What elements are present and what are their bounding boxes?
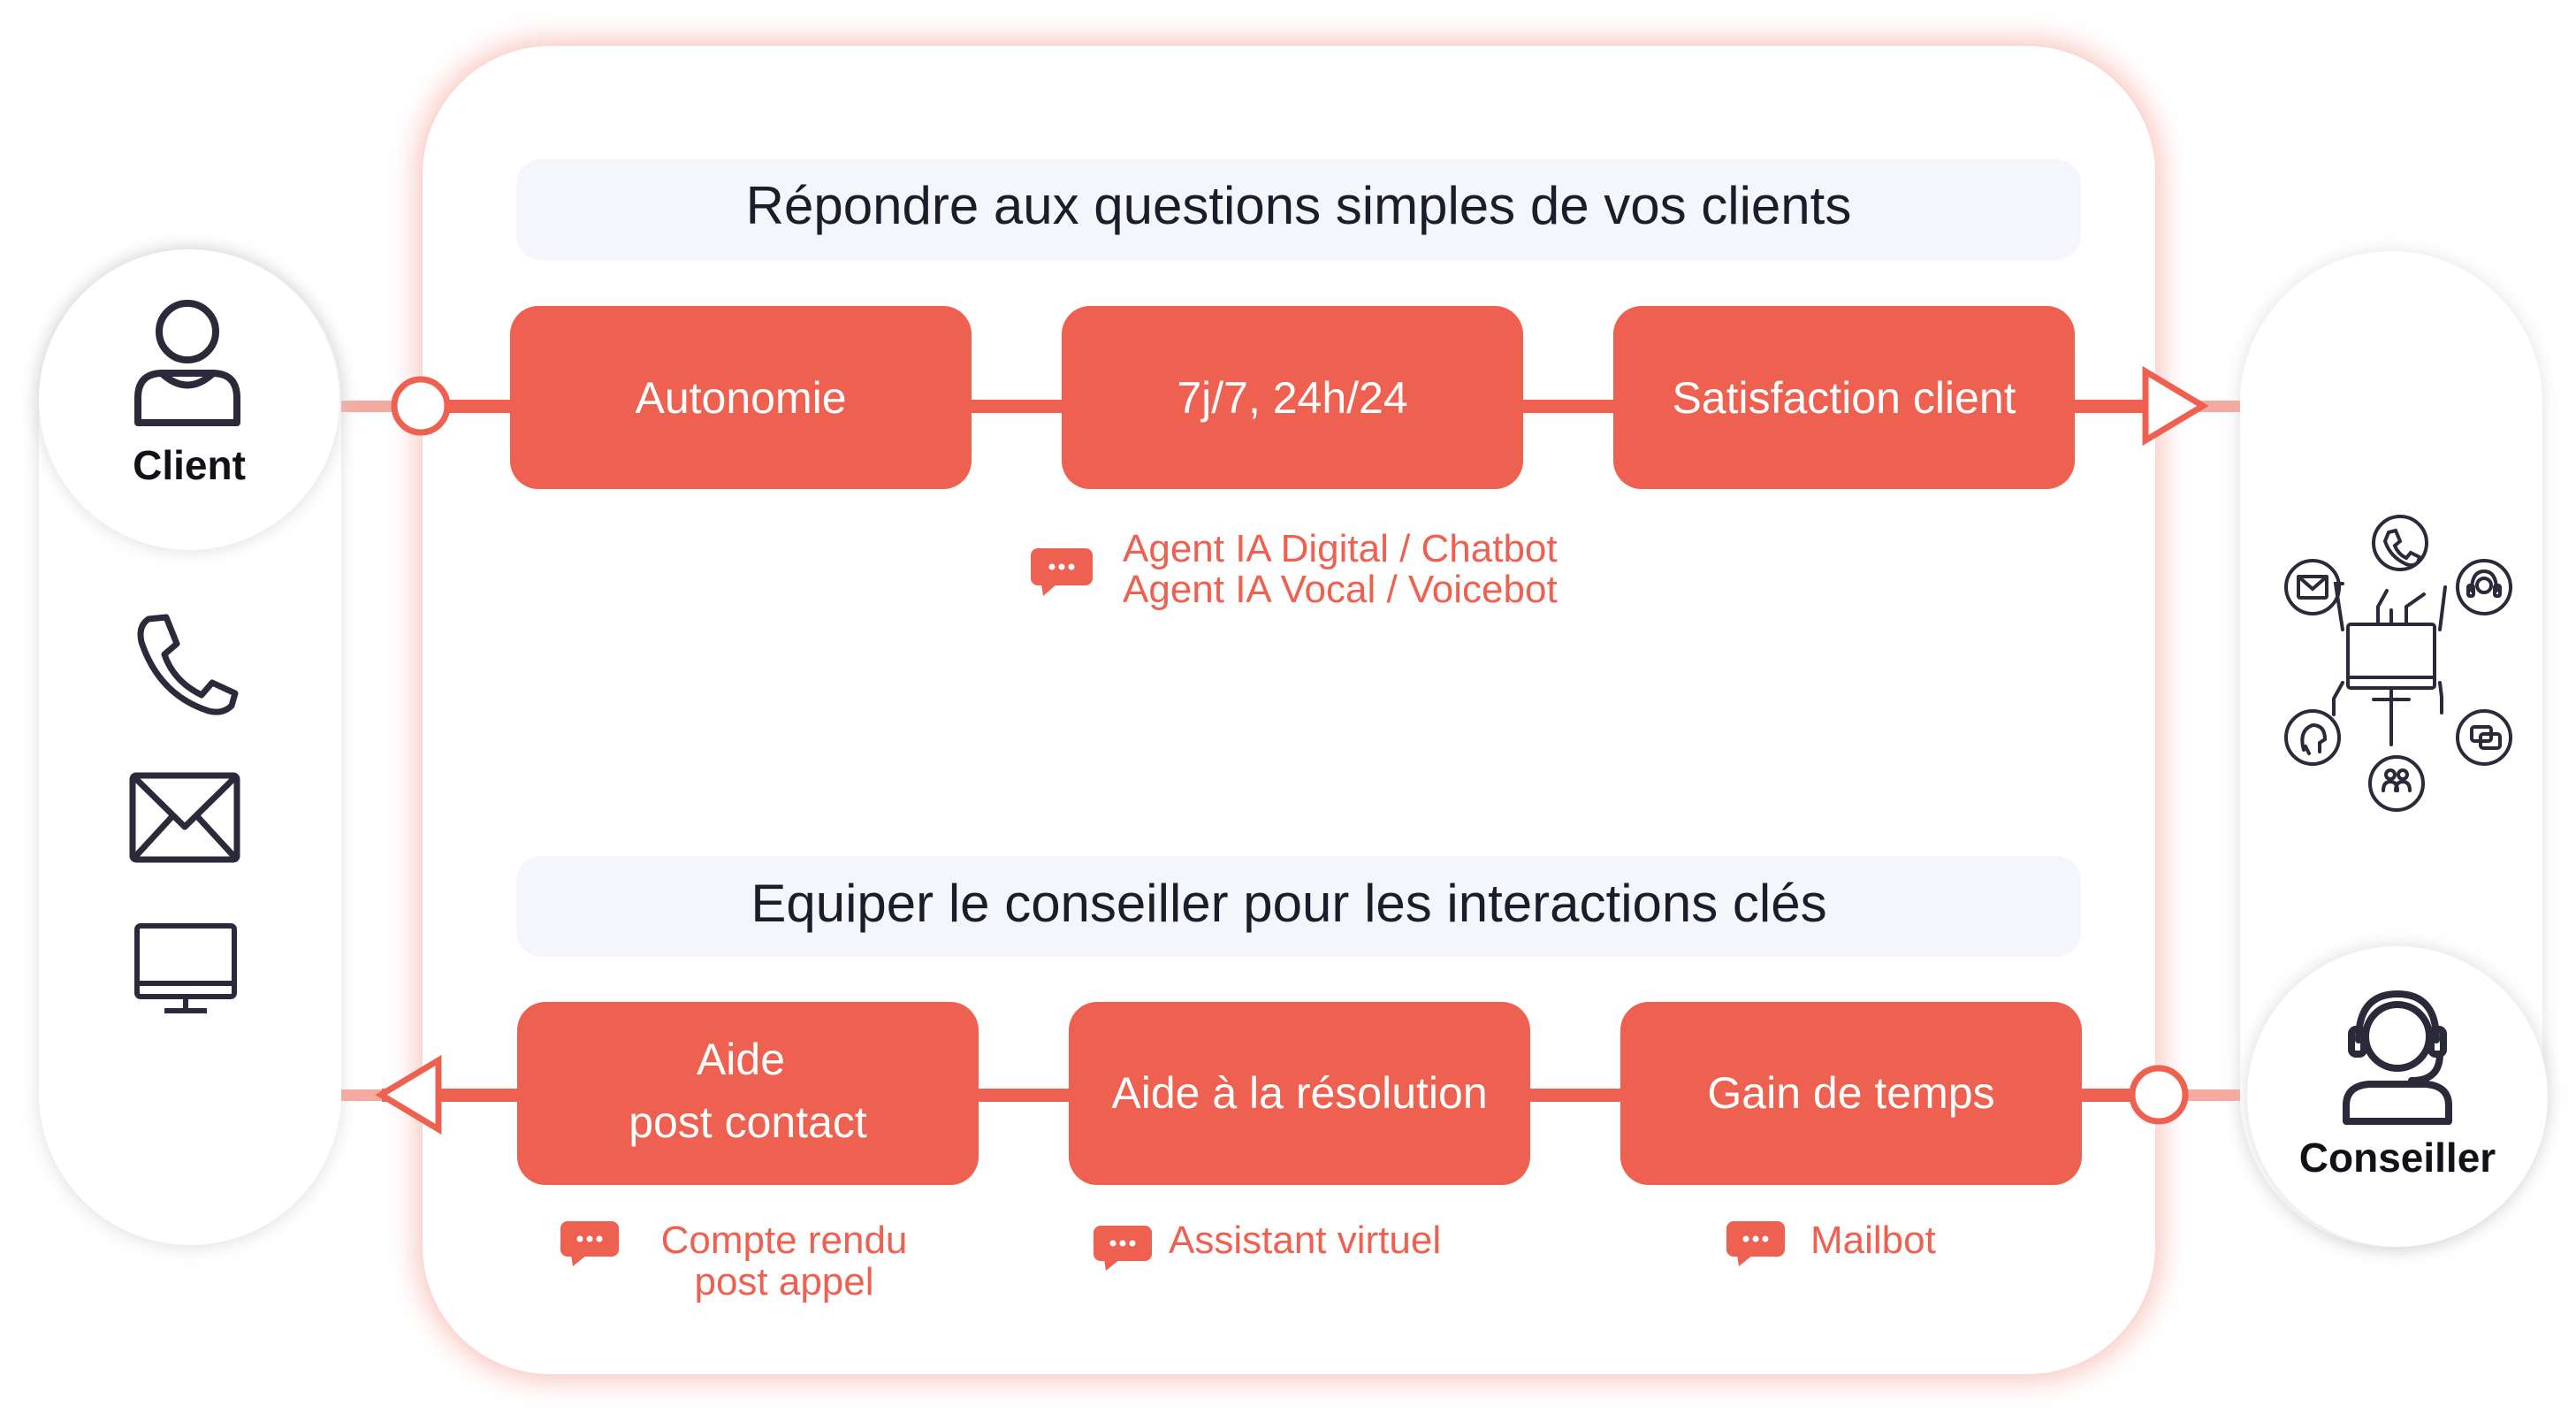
tag-line-1: Mailbot [1810,1219,1936,1262]
tag-line-2: post appel [694,1260,873,1303]
conseiller-label: Conseiller [2299,1135,2496,1181]
conseiller-node: Conseiller [2245,944,2549,1249]
row-1-start-node [391,376,451,436]
box-aide-resolution: Aide à la résolution [1069,1002,1530,1185]
client-node: Client [37,248,341,552]
channels-network-icon [2284,515,2512,812]
box-7j7: 7j/7, 24h/24 [1062,306,1523,489]
chat-bubble-icon [1094,1226,1152,1271]
mail-icon [2297,575,2328,600]
box-label-line-1: Aide [697,1035,785,1084]
monitor-icon [134,923,237,1013]
box-label: Autonomie [635,373,846,423]
row-2-arrow [375,1054,442,1135]
box-label: Satisfaction client [1672,373,2016,423]
tag-line-1: Assistant virtuel [1169,1219,1441,1262]
box-aide-post-contact: Aide post contact [517,1002,979,1185]
box-gain-de-temps: Gain de temps [1620,1002,2082,1185]
tag-assistant-virtuel: Assistant virtuel [1094,1219,1441,1271]
mail-icon [129,772,240,863]
row-1-arrow [2142,365,2209,447]
tag-agent-ia: Agent IA Digital / Chatbot Agent IA Voca… [1031,527,1558,611]
tag-compte-rendu: Compte rendu post appel [560,1219,907,1303]
section-2-title: Equiper le conseiller pour les interacti… [751,874,1826,933]
phone-icon [137,614,239,715]
box-label: Gain de temps [1707,1068,1994,1118]
users-icon [2382,768,2412,792]
agent-headset-icon [2343,990,2452,1125]
tag-mailbot: Mailbot [1726,1219,1936,1266]
section-1-title-panel [516,159,2081,260]
headset-icon [2466,569,2502,598]
chat-bubble-icon [1726,1221,1785,1266]
tag-line-1: Agent IA Digital / Chatbot [1123,527,1558,570]
tag-line-1: Compte rendu [661,1219,908,1262]
phone-icon [2382,528,2422,568]
box-label-line-2: post contact [629,1097,867,1147]
box-label: 7j/7, 24h/24 [1177,373,1407,423]
box-satisfaction-client: Satisfaction client [1613,306,2075,489]
section-1-title: Répondre aux questions simples de vos cl… [746,176,1852,235]
tag-line-2: Agent IA Vocal / Voicebot [1123,568,1558,611]
box-autonomie: Autonomie [510,306,972,489]
box-label: Aide à la résolution [1111,1068,1487,1118]
row-2-start-node [2129,1065,2189,1125]
chat-bubble-icon [560,1221,619,1266]
client-label: Client [133,442,246,488]
chat-bubble-icon [1031,548,1093,596]
chat-icon [2470,725,2502,750]
section-2-title-panel [516,856,2081,957]
agent-icon [2300,722,2328,755]
user-icon [134,300,240,426]
